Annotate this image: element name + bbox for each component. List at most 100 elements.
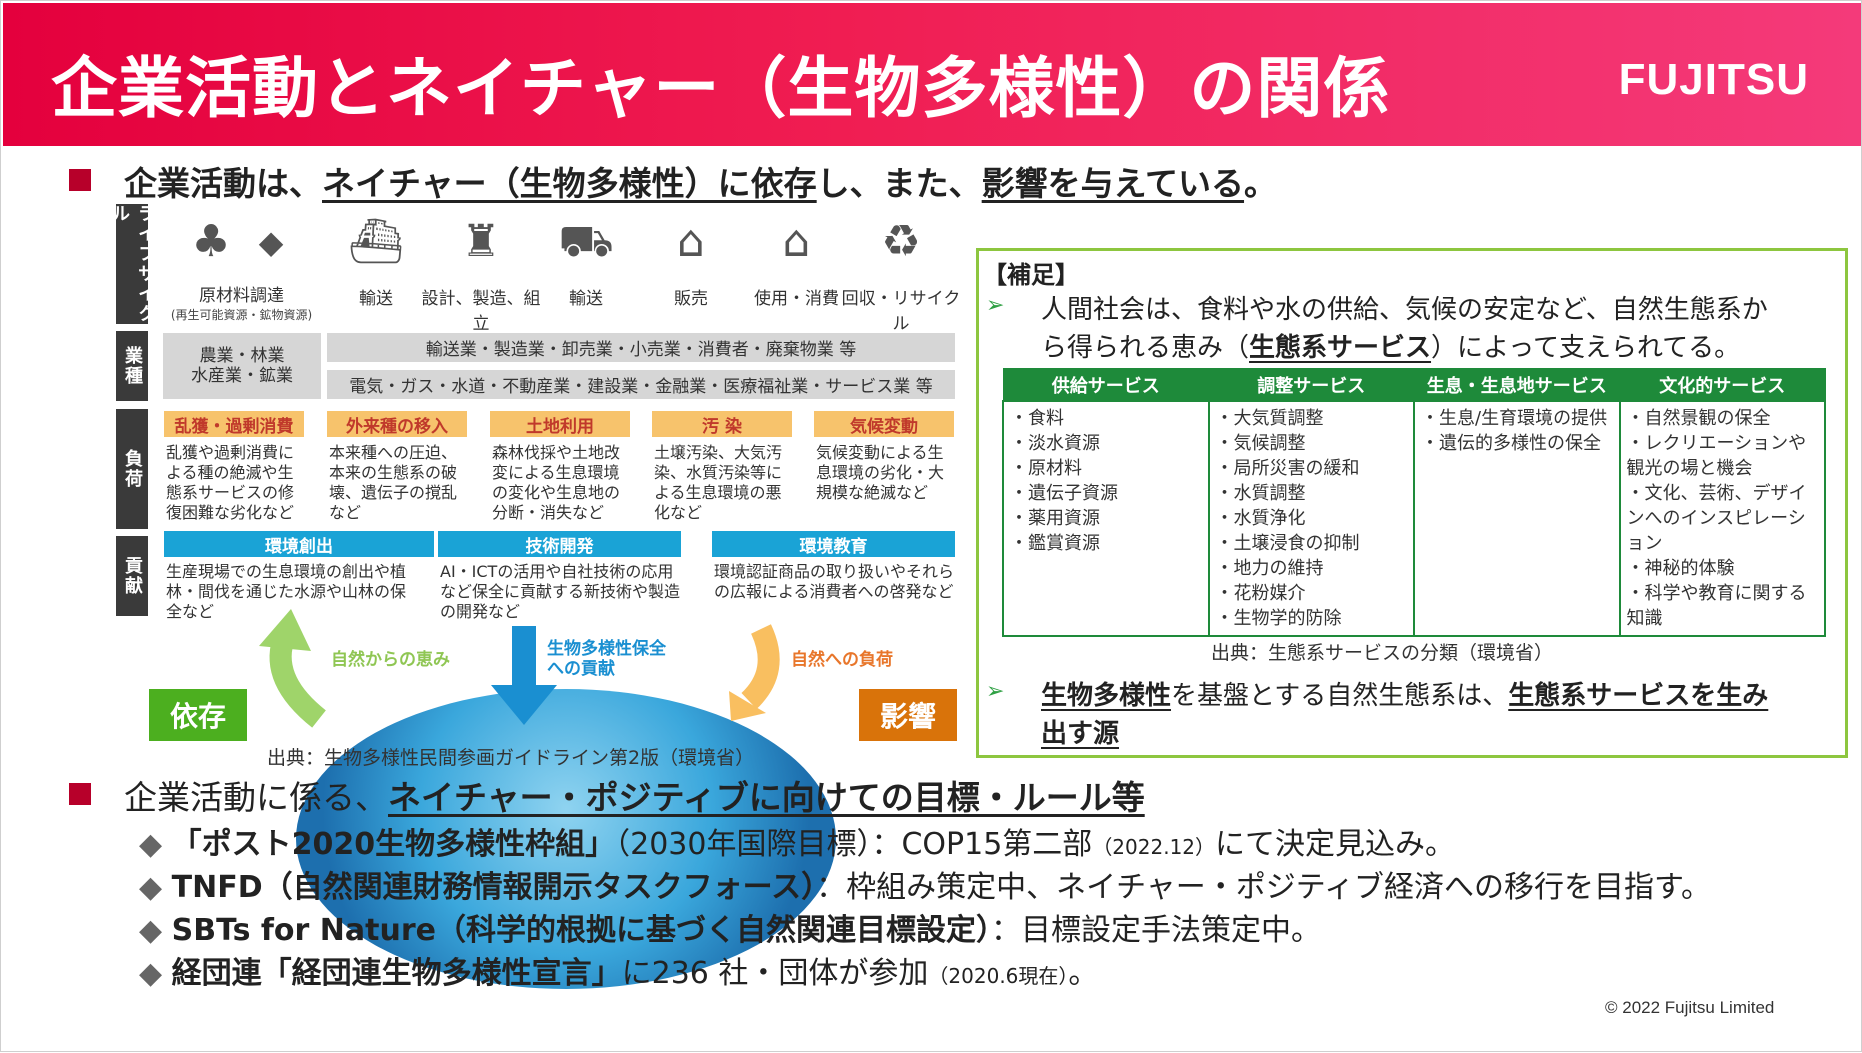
supplement-line1b-pre: ら得られる恵み（: [1041, 333, 1250, 363]
supplement-title: 【補足】: [983, 261, 1079, 289]
stage-label: 輸送: [569, 289, 603, 309]
arrow-bullet-icon: ➢: [986, 679, 1005, 704]
ecosystem-services-table: 供給サービス 調整サービス 生息・生息地サービス 文化的サービス ・食料 ・淡水…: [1002, 368, 1826, 637]
item-rest: （2030年国際目標）：COP15第二部: [615, 827, 1093, 862]
arrow-contribution-icon: [512, 626, 536, 686]
diamond-icon: ◆: [241, 216, 301, 268]
globe-image: [296, 689, 836, 989]
supplement-biodiversity: 生物多様性: [1041, 681, 1172, 711]
tree-icon: ♣: [181, 216, 241, 268]
list-item: ・自然景観の保全: [1626, 408, 1771, 429]
stage-transport-2: ⛟輸送: [551, 216, 621, 309]
page-title: 企業活動とネイチャー（生物多様性）の関係: [51, 50, 1391, 127]
list-item: ・薬用資源: [1010, 508, 1100, 529]
list-item: ・花粉媒介: [1215, 583, 1306, 604]
load-land-use: 土地利用: [490, 411, 630, 437]
load-overexploitation-text: 乱獲や過剰消費による種の絶滅や生態系サービスの修復困難な劣化など: [166, 443, 295, 522]
list-item: ・科学や教育に関する知識: [1626, 583, 1807, 629]
bullet-square-icon: [69, 783, 91, 805]
supplement-line2-mid: を基盤とする自然生態系は、: [1171, 681, 1509, 711]
stage-transport-1: ⛴ 輸送: [341, 216, 411, 309]
arrow-contribution-head-icon: [491, 685, 557, 725]
bullet2-underlined: ネイチャー・ポジティブに向けての目標・ルール等: [388, 778, 1145, 817]
diamond-bullet-icon: ◆: [139, 956, 163, 991]
contrib-technology-text: AI・ICTの活用や自社技術の応用など保全に貢献する新技術や製造の開発など: [440, 562, 681, 621]
badge-impact: 影響: [859, 689, 957, 741]
table-header-cultural: 文化的サービス: [1619, 368, 1826, 402]
list-item: ・遺伝的多様性の保全: [1421, 433, 1601, 454]
bullet1-underline1: ネイチャー（生物多様性）に依存: [322, 164, 817, 203]
arrow-benefits-icon: [269, 637, 327, 728]
list-item: ・地力の維持: [1215, 558, 1324, 579]
load-pollution: 汚 染: [652, 411, 792, 437]
stage-label: 回収・リサイクル: [841, 289, 961, 334]
shop-icon: ⌂: [677, 216, 705, 267]
list-item-sbtn: ◆ SBTs for Nature（科学的根拠に基づく自然関連目標設定）：目標設…: [139, 905, 1321, 949]
contrib-education: 環境教育: [712, 531, 955, 557]
list-item: ・局所災害の緩和: [1215, 458, 1360, 479]
stage-label: 輸送: [359, 289, 393, 309]
row-label-load: 負荷: [116, 409, 148, 529]
table-cell-regulating: ・大気質調整 ・気候調整 ・局所災害の緩和 ・水質調整 ・水質浄化 ・土壌浸食の…: [1207, 400, 1415, 637]
ship-icon: ⛴: [348, 216, 404, 267]
stage-label: 設計、製造、組立: [421, 289, 541, 334]
stage-label: 使用・消費: [754, 289, 839, 309]
item-tail: にて決定見込み。: [1215, 827, 1456, 862]
tree-glyph: ♣: [191, 216, 231, 267]
arrow-burden-label: 自然への負荷: [791, 650, 893, 670]
bullet2-text: 企業活動に係る、ネイチャー・ポジティブに向けての目標・ルール等: [124, 771, 1145, 819]
arrow-bullet-icon: ➢: [986, 293, 1005, 318]
arrow-benefits-label: 自然からの恵み: [331, 650, 450, 670]
arrow-benefits-head-icon: [259, 609, 311, 651]
table-header-provisioning: 供給サービス: [1002, 368, 1209, 402]
list-item: ・水質調整: [1215, 483, 1306, 504]
list-item: ・鑑賞資源: [1010, 533, 1100, 554]
fujitsu-logo: FUJITSU: [1618, 55, 1809, 104]
list-item: ・遺伝子資源: [1010, 483, 1118, 504]
supplement-ecosystem-services: 生態系サービス: [1249, 333, 1432, 363]
bullet1-text: 企業活動は、ネイチャー（生物多様性）に依存し、また、影響を与えている。: [124, 157, 1277, 205]
list-item: ・土壌浸食の抑制: [1215, 533, 1360, 554]
supplement-line1b-post: ）によって支えられてる。: [1431, 333, 1741, 363]
table-cell-provisioning: ・食料 ・淡水資源 ・原材料 ・遺伝子資源 ・薬用資源 ・鑑賞資源: [1002, 400, 1210, 637]
contrib-technology: 技術開発: [438, 531, 681, 557]
load-invasive-species: 外来種の移入: [327, 411, 467, 437]
item-bold: 経団連「経団連生物多様性宣言」: [171, 956, 622, 991]
list-item: ・生息/生育環境の提供: [1421, 408, 1608, 429]
item-rest: ：枠組み策定中、ネイチャー・ポジティブ経済への移行を目指す。: [816, 870, 1711, 905]
industry-tertiary: 電気・ガス・水道・不動産業・建設業・金融業・医療福祉業・サービス業 等: [327, 370, 955, 399]
load-climate-change-text: 気候変動による生息環境の劣化・大規模な絶滅など: [816, 443, 945, 502]
list-item: ・大気質調整: [1215, 408, 1324, 429]
load-land-use-text: 森林伐採や土地改変による生息環境の変化や生息地の分断・消失など: [492, 443, 621, 522]
load-overexploitation: 乱獲・過剰消費: [164, 411, 304, 437]
bullet1-part2: し、また、: [816, 164, 982, 203]
stage-raw-material: 原材料調達 (再生可能資源・鉱物資源): [159, 281, 324, 323]
arrow-burden-icon: [741, 624, 780, 710]
list-item: ・気候調整: [1215, 433, 1306, 454]
supplement-line1a: 人間社会は、食料や水の供給、気候の安定など、自然生態系か: [1041, 295, 1768, 325]
item-bold: SBTs for Nature（科学的根拠に基づく自然関連目標設定）: [171, 913, 991, 948]
table-header-regulating: 調整サービス: [1208, 368, 1415, 402]
table-header-habitat: 生息・生息地サービス: [1413, 368, 1620, 402]
diagram-source: 出典：生物多様性民間参画ガイドライン第2版（環境省）: [267, 747, 755, 769]
load-pollution-text: 土壌汚染、大気汚染、水質汚染等による生息環境の悪化など: [654, 443, 783, 522]
item-small: （2022.12）: [1092, 835, 1216, 859]
list-item: ・水質浄化: [1215, 508, 1306, 529]
diamond-bullet-icon: ◆: [139, 870, 163, 905]
list-item: ・レクリエーションや観光の場と機会: [1626, 433, 1807, 479]
arrow-burden-head-icon: [729, 691, 766, 721]
diamond-glyph: ◆: [258, 223, 284, 261]
diamond-bullet-icon: ◆: [139, 913, 163, 948]
load-invasive-species-text: 本来種への圧迫、本来の生態系の破壊、遺伝子の撹乱など: [329, 443, 458, 522]
item-small: （2020.6現在）: [928, 964, 1069, 988]
table-source: 出典：生態系サービスの分類（環境省）: [1211, 642, 1554, 664]
list-item-keidanren: ◆ 経団連「経団連生物多様性宣言」に236 社・団体が参加（2020.6現在）。: [139, 948, 1098, 992]
list-item: ・生物学的防除: [1215, 608, 1342, 629]
item-tail: 。: [1068, 956, 1099, 991]
stage-recycle: ♻回収・リサイクル: [841, 216, 961, 334]
supplement-line2-end: 出す源: [1041, 719, 1120, 749]
list-item: ・食料: [1010, 408, 1064, 429]
list-item: ・文化、芸術、デザインへのインスピレーション: [1626, 483, 1807, 554]
